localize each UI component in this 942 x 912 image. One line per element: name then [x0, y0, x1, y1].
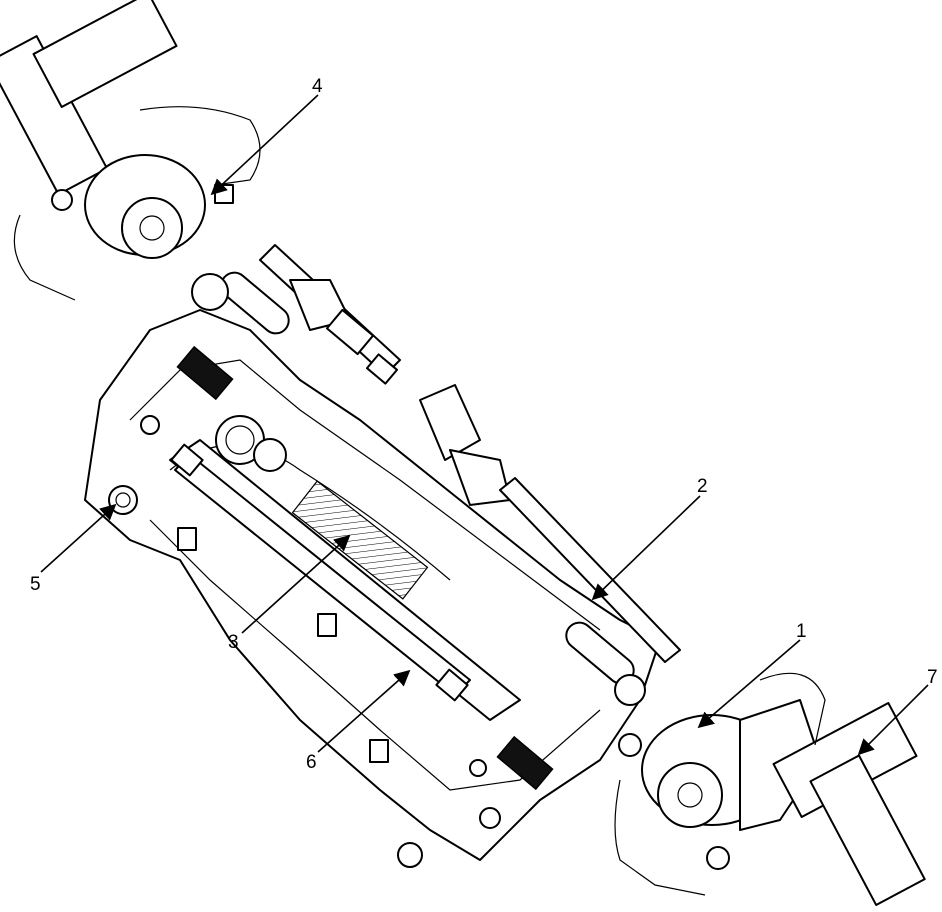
- callout-2: 2: [697, 476, 708, 497]
- leader-4: [210, 94, 319, 196]
- callout-3: 3: [228, 632, 239, 653]
- upper-left-hub-assembly: [0, 0, 261, 311]
- callout-4: 4: [312, 76, 323, 97]
- drive-axle: [259, 244, 681, 663]
- callout-5: 5: [30, 574, 41, 595]
- leader-5: [40, 503, 117, 573]
- leader-7: [857, 684, 929, 756]
- leader-2: [591, 495, 701, 601]
- leader-3: [241, 534, 351, 634]
- leader-6: [317, 669, 411, 753]
- leader-1: [697, 639, 801, 729]
- callout-6: 6: [306, 752, 317, 773]
- callout-labels: 1 2 3 4 5 6 7: [30, 76, 938, 773]
- stabilizer-shaft: [170, 443, 471, 702]
- callout-leaders: [40, 94, 929, 756]
- lower-right-hub-assembly: [614, 672, 926, 906]
- callout-7: 7: [927, 667, 938, 688]
- callout-1: 1: [796, 621, 807, 642]
